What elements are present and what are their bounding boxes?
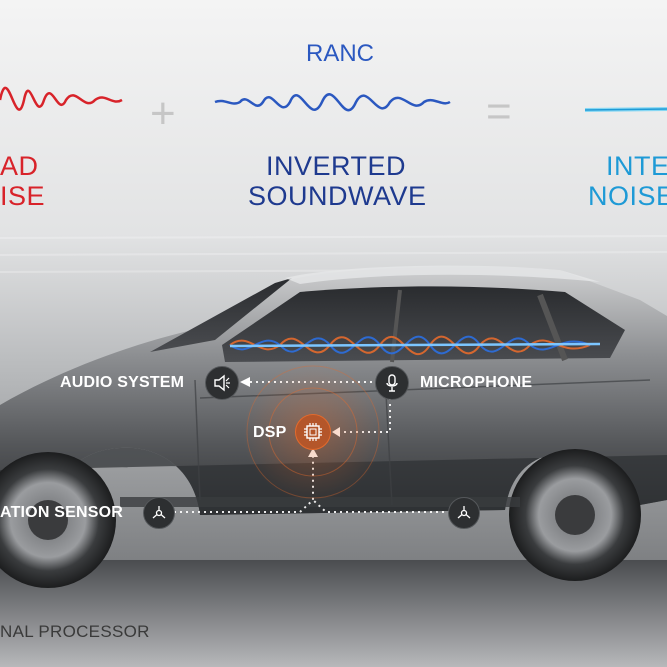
microphone-icon [386,374,398,392]
vibration-sensor-label: ATION SENSOR [0,504,124,521]
audio-system-node [205,366,239,400]
microphone-node [375,366,409,400]
audio-system-label: AUDIO SYSTEM [60,374,185,391]
plus-symbol: + [150,89,176,138]
chip-icon [304,423,322,441]
footer-caption: NAL PROCESSOR [0,622,150,641]
microphone-label: MICROPHONE [420,374,533,391]
result-label-line1: INTE [606,151,667,181]
cabin-waveforms [229,335,601,355]
road-noise-wave [0,86,123,111]
dsp-node [295,414,331,450]
sensor-icon [152,506,166,519]
equals-symbol: = [486,87,512,136]
ranc-title: RANC [306,40,375,67]
inverted-soundwave-label-line2: SOUNDWAVE [248,181,427,211]
dsp-label: DSP [253,424,287,441]
result-label-line2: NOISE [588,181,667,211]
road-noise-label-line1: AD [0,151,39,181]
sensor-node-front [143,497,175,529]
inverted-soundwave-label-line1: INVERTED [265,151,407,181]
sensor-icon [457,506,471,519]
speaker-icon [214,374,230,392]
inverted-wave [214,93,451,112]
sensor-node-rear [448,497,480,529]
road-noise-label-line2: ISE [0,181,46,211]
